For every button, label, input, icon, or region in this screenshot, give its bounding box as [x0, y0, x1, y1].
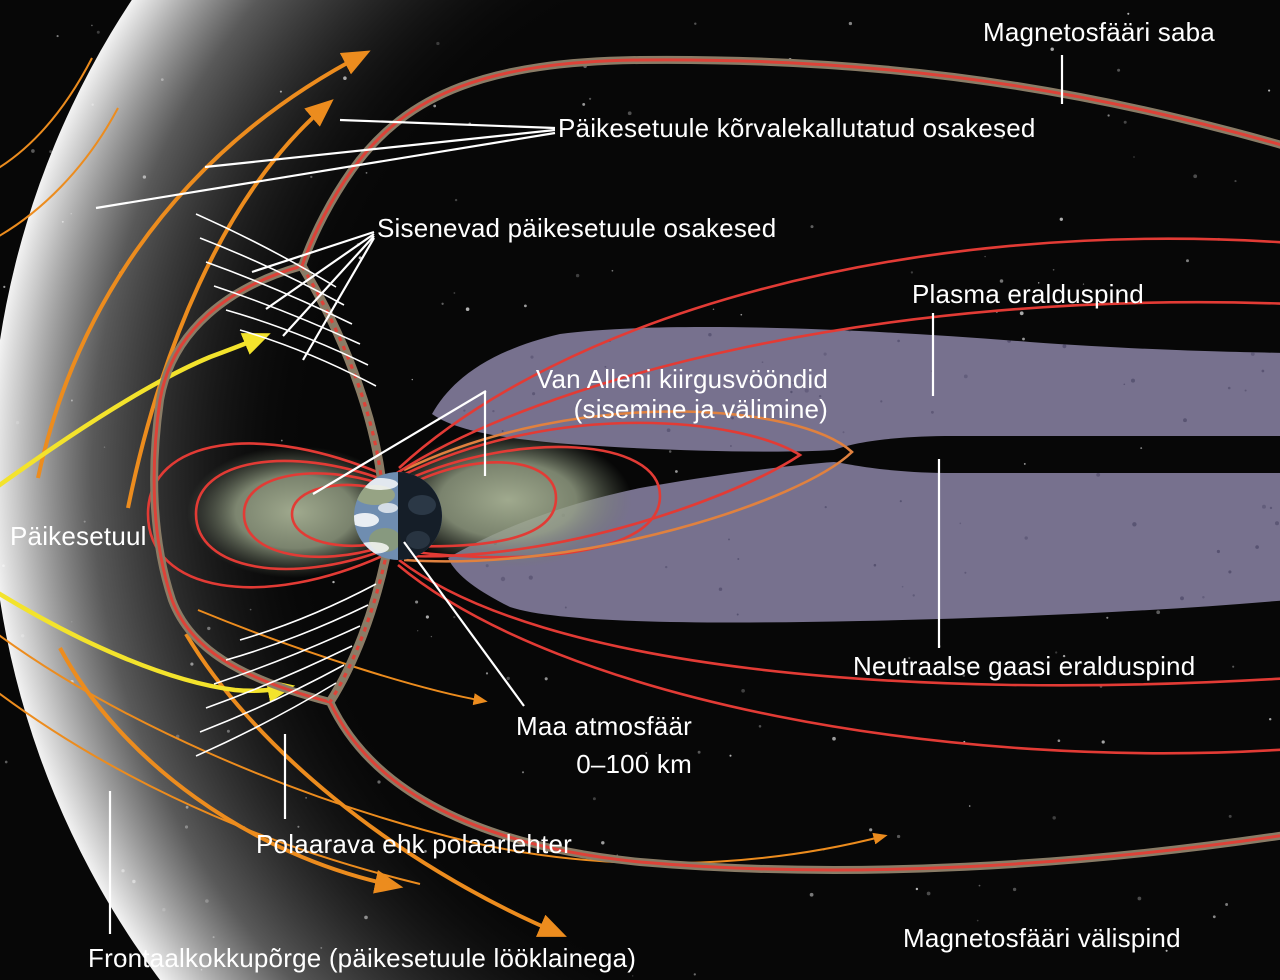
label-van-allen-line2: (sisemine ja välimine) — [573, 394, 828, 424]
label-solar-wind: Päikesetuul — [10, 521, 147, 551]
yellow-arrow-lower-cusp — [0, 591, 296, 703]
cusp-fan-line — [239, 583, 377, 641]
field-line-tail-upper-1 — [398, 237, 1280, 469]
field-line-right-teardrop-outer — [403, 410, 854, 563]
pointer-deflected-3 — [95, 131, 556, 210]
cusp-fan-line — [225, 604, 369, 661]
cusp-fan-line — [213, 625, 361, 685]
label-atmosphere-line2: 0–100 km — [576, 749, 692, 779]
label-plasma-boundary: Plasma eralduspind — [912, 279, 1144, 309]
label-polar-cusp: Polaarava ehk polaarlehter — [256, 829, 572, 859]
cusp-fan-line — [205, 261, 353, 325]
orange-thin-line-3 — [0, 634, 888, 865]
cusp-fan-line — [195, 682, 337, 757]
orange-thin-line-4 — [197, 609, 488, 706]
label-van-allen: Van Alleni kiirgusvööndid (sisemine ja v… — [480, 364, 828, 424]
field-line-left-4 — [290, 483, 384, 548]
cusp-fan-line — [225, 309, 369, 366]
magnetopause-throat-dashed — [300, 265, 388, 703]
field-line-left-2 — [194, 459, 388, 571]
plasma-sheet-upper-band — [432, 327, 1280, 452]
pointer-entering-4 — [302, 237, 375, 361]
pointer-entering-2 — [265, 233, 375, 310]
pointer-van-allen-left — [312, 390, 487, 495]
pointer-deflected-2 — [204, 128, 556, 169]
cusp-fan-line — [195, 213, 337, 288]
plasma-sheet — [432, 327, 1280, 623]
label-van-allen-line1: Van Alleni kiirgusvööndid — [535, 364, 828, 394]
orange-thin-line-5 — [0, 692, 421, 885]
orange-thin-line-1 — [0, 57, 93, 169]
orange-arrow-top-1 — [36, 50, 371, 479]
label-deflected-particles: Päikesetuule kõrvalekallutatud osakesed — [558, 113, 1036, 143]
field-line-left-1 — [146, 442, 390, 589]
label-atmosphere-line1: Maa atmosfäär — [515, 711, 692, 741]
pointer-atmosphere — [403, 541, 525, 707]
label-entering-particles: Sisenevad päikesetuule osakesed — [377, 213, 777, 243]
field-line-right-teardrop — [404, 421, 803, 558]
field-line-tail-upper-2 — [396, 300, 1280, 475]
plasma-sheet-lower-band — [448, 462, 1280, 623]
orange-arrow-bottom-2 — [184, 632, 567, 937]
field-line-tail-lower-2 — [397, 564, 1280, 755]
label-outer-surface: Magnetosfääri välispind — [903, 923, 1181, 953]
cusp-fan-line — [213, 285, 361, 345]
magnetic-field-lines — [146, 237, 1280, 755]
magnetopause-core — [152, 58, 1280, 872]
deflected-solar-wind-streamlines — [0, 50, 888, 937]
polar-cusp-fans — [195, 213, 377, 757]
label-neutral-gas: Neutraalse gaasi eralduspind — [853, 651, 1196, 681]
label-atmosphere: Maa atmosfäär 0–100 km — [450, 711, 692, 779]
pointer-lines — [95, 55, 1064, 934]
pointer-deflected-1 — [339, 118, 556, 130]
cusp-fan-line — [205, 645, 353, 709]
cusp-fan-line — [239, 329, 377, 387]
pointer-entering-3 — [282, 235, 375, 337]
label-magnetotail: Magnetosfääri saba — [983, 17, 1215, 47]
cusp-fan-line — [199, 664, 345, 733]
label-bow-shock: Frontaalkokkupõrge (päikesetuule lööklai… — [88, 943, 637, 973]
cusp-fan-line — [199, 237, 345, 306]
orange-thin-line-2 — [0, 107, 119, 237]
field-line-left-3 — [242, 472, 386, 559]
field-line-tail-lower-1 — [398, 558, 1280, 687]
pointer-entering-1 — [251, 230, 375, 274]
field-line-right-1 — [406, 461, 558, 548]
orange-arrow-top-2 — [126, 99, 334, 509]
